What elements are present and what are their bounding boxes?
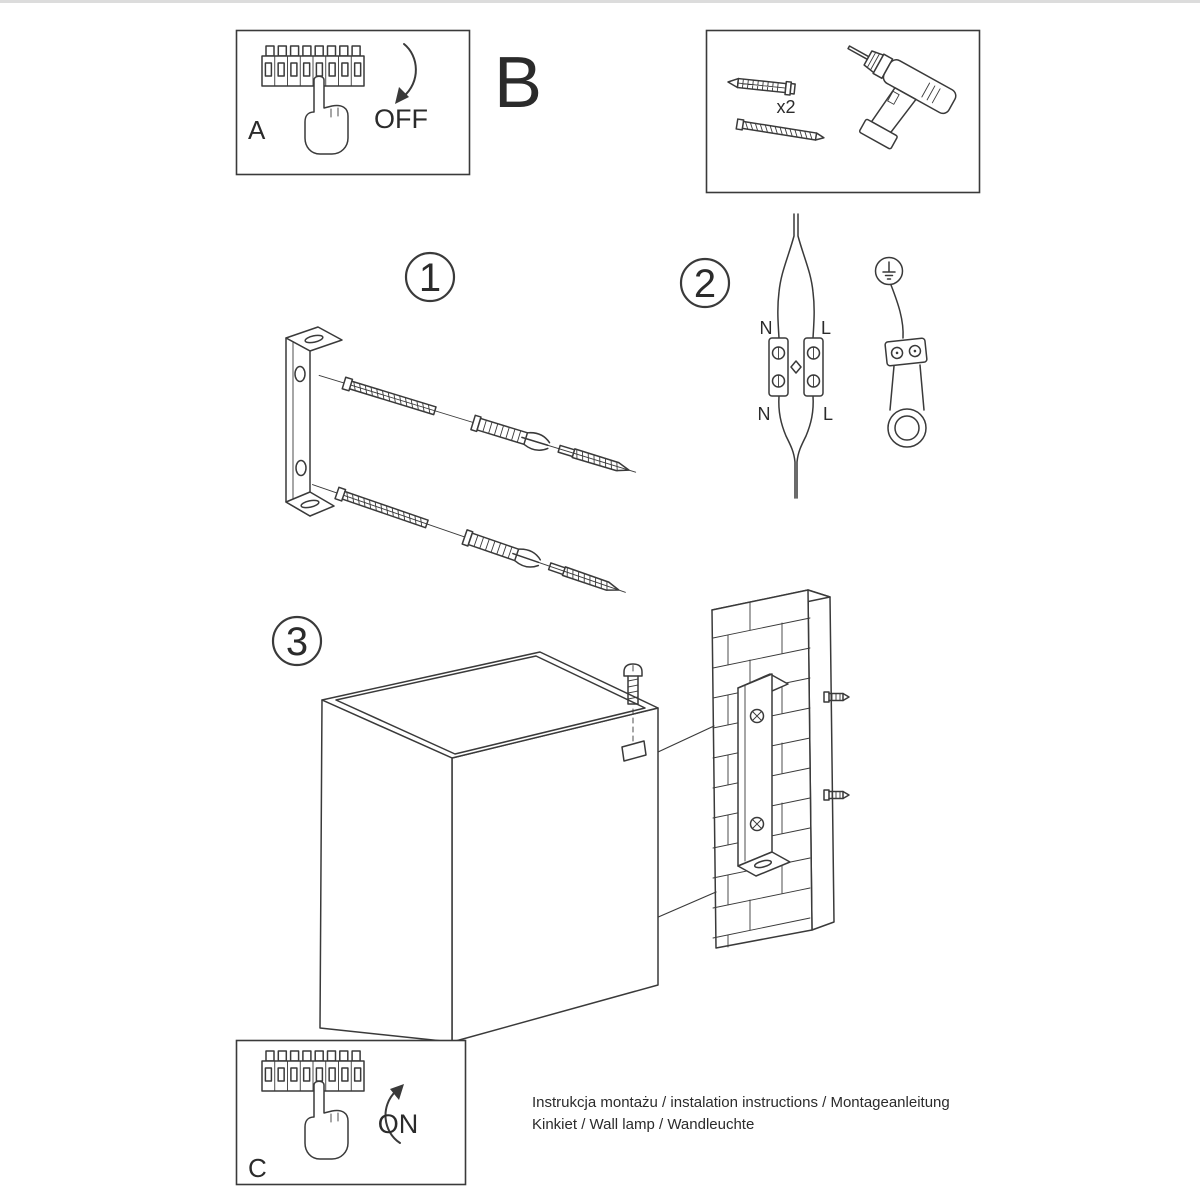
step-3: 3	[271, 589, 850, 1043]
panel-c-label: C	[248, 1153, 267, 1183]
screw-icon	[735, 118, 825, 141]
cube-screw	[621, 663, 647, 762]
terminal-block	[768, 337, 824, 397]
off-arrow-icon	[395, 43, 417, 104]
page-edge	[0, 0, 1200, 3]
step-2: 2 N L N L	[679, 213, 928, 499]
footer-line-2: Kinkiet / Wall lamp / Wandleuchte	[532, 1116, 754, 1133]
panel-a-label: A	[248, 115, 266, 145]
label-n-bottom: N	[758, 404, 771, 424]
step-3-badge: 3	[271, 615, 323, 667]
alignment-guide-lines	[655, 725, 717, 919]
label-l-top: L	[821, 318, 831, 338]
lamp-connector-icon	[884, 337, 928, 448]
on-label: ON	[378, 1109, 419, 1139]
cube-keyhole-slot	[621, 740, 647, 762]
step-2-number: 2	[694, 262, 716, 306]
cube-front-face	[319, 699, 453, 1043]
cube-lamp	[319, 651, 659, 1043]
quantity-label: x2	[776, 97, 795, 117]
label-l-bottom: L	[823, 404, 833, 424]
anchor-assembly-top	[316, 366, 639, 481]
step-1-number: 1	[419, 256, 441, 300]
cube-top-inset	[335, 655, 646, 755]
power-wires	[777, 213, 815, 499]
panel-c: ON C	[235, 1039, 467, 1186]
footer: Instrukcja montażu / instalation instruc…	[532, 1094, 950, 1133]
anchor-assembly-bottom	[309, 476, 629, 601]
mounting-bracket	[285, 326, 343, 517]
wall-bracket	[737, 673, 791, 877]
anchor-screw-tip-bottom	[823, 789, 850, 801]
drill-icon	[847, 45, 957, 150]
on-arrow-icon	[384, 1084, 404, 1144]
panel-b: x2	[705, 29, 981, 194]
anchor-screw-tip-top	[823, 691, 850, 703]
wall-section	[711, 589, 850, 949]
step-3-number: 3	[286, 620, 308, 664]
step-2-badge: 2	[679, 257, 731, 309]
step-1: 1	[285, 251, 639, 601]
wall-plug-icon	[727, 77, 796, 96]
footer-line-1: Instrukcja montażu / instalation instruc…	[532, 1094, 950, 1111]
off-label: OFF	[374, 104, 428, 134]
panel-b-frame	[705, 29, 981, 194]
section-b-label: B	[494, 43, 542, 123]
panel-a: OFF A	[235, 29, 471, 176]
ground-symbol-icon	[874, 256, 904, 339]
label-n-top: N	[760, 318, 773, 338]
step-1-badge: 1	[404, 251, 456, 303]
